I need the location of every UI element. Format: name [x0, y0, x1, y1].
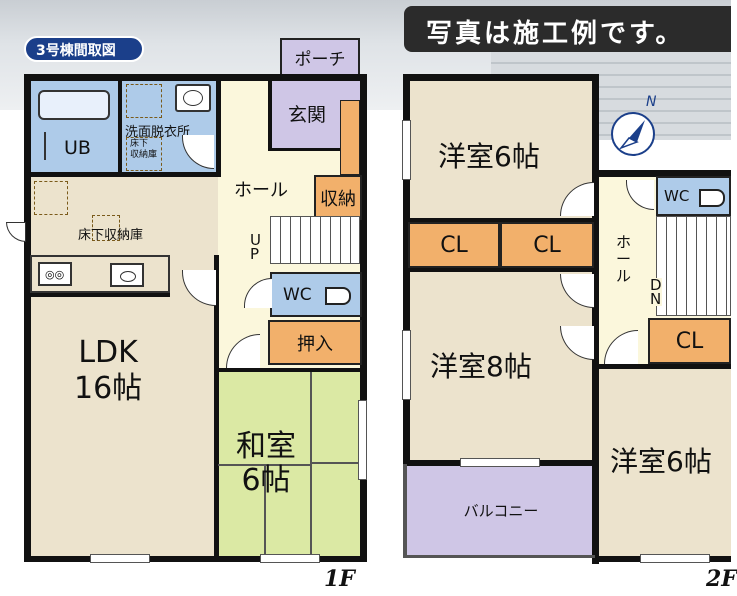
stove: ◎◎ — [38, 262, 72, 286]
cl1: CL — [408, 222, 500, 268]
window — [402, 120, 411, 180]
cl2-label: CL — [533, 232, 561, 258]
cl3: CL — [648, 318, 731, 364]
oshiire-label: 押入 — [297, 333, 333, 355]
washitsu-room — [218, 370, 360, 557]
sink — [110, 263, 144, 287]
youshitsu-a-label: 洋室6帖 — [438, 140, 540, 173]
toilet-icon — [325, 287, 351, 305]
balcony-label: バルコニー — [463, 501, 539, 520]
burner-icon: ◎◎ — [45, 268, 65, 281]
f1-wall-genkan-bottom — [268, 148, 362, 151]
balcony-rail-bottom — [403, 555, 595, 558]
tatami-line — [310, 372, 312, 556]
ub-label: UB — [64, 137, 91, 159]
window — [358, 400, 367, 480]
f2-wall-hall-top — [592, 170, 731, 177]
f2-wall-left — [403, 74, 410, 464]
f1-wall-top — [24, 74, 364, 81]
porch-label: ポーチ — [294, 49, 346, 70]
sink-bowl — [120, 271, 136, 282]
youshitsu-c — [598, 368, 731, 558]
floor1-plan: ポーチ 玄関 ホール 収納 UB 洗面脱衣所 床下 収納庫 床下収納庫 ◎◎ L… — [6, 38, 367, 592]
ub-door — [44, 132, 46, 160]
plan-tag-text: 3号棟間取図 — [36, 43, 116, 59]
f2-wall-c-top — [598, 364, 731, 369]
yukashita-box — [92, 215, 120, 241]
youshitsu-a — [408, 80, 594, 220]
window — [640, 554, 710, 563]
oshiire: 押入 — [268, 320, 362, 365]
toilet-2f-icon — [699, 189, 725, 207]
tatami-line — [264, 464, 266, 556]
dn-label: D N — [650, 276, 662, 308]
washitsu-label: 和室 6帖 — [236, 429, 296, 498]
window — [402, 330, 411, 400]
counter — [30, 255, 170, 293]
notice-text: 写真は施工例です。 — [426, 19, 685, 49]
f1-wall-ub-senmen — [118, 80, 122, 175]
f1-wall-kitchen — [30, 293, 170, 297]
yukashita-small — [126, 137, 162, 171]
yukashita-label: 床下収納庫 — [78, 228, 144, 243]
cl1-label: CL — [440, 232, 468, 258]
storage-1f-label: 収納 — [320, 188, 356, 210]
plan-tag: 3号棟間取図 — [24, 36, 144, 62]
senmen-label: 洗面脱衣所 — [125, 125, 191, 140]
storage-1f: 収納 — [314, 175, 362, 220]
ldk-label: LDK 16帖 — [74, 335, 143, 406]
hall-2f-label: ホ ー ル — [616, 233, 632, 285]
compass-needle-icon — [618, 120, 645, 150]
genkan-label: 玄関 — [288, 104, 327, 126]
f2-wall-b-top — [408, 268, 594, 272]
up-label: U P — [250, 231, 261, 263]
tatami-line — [310, 462, 360, 464]
window — [90, 554, 150, 563]
f1-wall-wet-hall — [216, 80, 221, 177]
f1-wall-wet-ldk — [30, 172, 220, 177]
tatami-lines — [218, 372, 360, 556]
cl2: CL — [500, 222, 594, 268]
compass — [611, 112, 655, 156]
yukashita-small-label: 床下 収納庫 — [130, 139, 158, 160]
f1-wall-right — [360, 74, 367, 562]
youshitsu-b-label: 洋室8帖 — [430, 350, 532, 383]
youshitsu-c-label: 洋室6帖 — [610, 445, 712, 478]
floor2-label: 2F — [706, 566, 737, 592]
floor1-label: 1F — [324, 566, 355, 592]
youshitsu-b — [408, 272, 594, 462]
f1-wall-bottom — [24, 556, 367, 562]
f1-wall-ldk-hall — [214, 255, 219, 560]
f1-wall-genkan-left — [268, 80, 272, 150]
notice-banner: 写真は施工例です。 — [404, 6, 731, 52]
wc-1f-label: WC — [283, 285, 312, 305]
stairs-2f — [656, 216, 731, 316]
washbasin — [175, 84, 211, 112]
washer-space — [126, 84, 162, 118]
hall-label: ホール — [234, 180, 288, 201]
balcony: バルコニー — [406, 465, 596, 555]
window — [260, 554, 320, 563]
f2-wall-mid — [592, 74, 599, 564]
genkan-step — [340, 100, 360, 175]
compass-north-label: N — [646, 94, 657, 110]
ldk-closet-dashed — [34, 181, 68, 215]
stairs-1f — [270, 216, 360, 264]
balcony-rail — [403, 464, 407, 558]
basin-bowl — [183, 90, 203, 106]
f1-wall-left — [24, 74, 31, 560]
f2-wall-top — [403, 74, 599, 81]
porch: ポーチ — [280, 38, 360, 76]
window — [460, 458, 540, 467]
bathtub — [38, 90, 110, 120]
wc-2f-label: WC — [664, 187, 690, 205]
cl3-label: CL — [675, 328, 704, 354]
f2-wall-a-bottom — [408, 218, 594, 222]
f1-wall-washitsu-top — [218, 368, 362, 372]
ldk-room — [30, 175, 218, 557]
